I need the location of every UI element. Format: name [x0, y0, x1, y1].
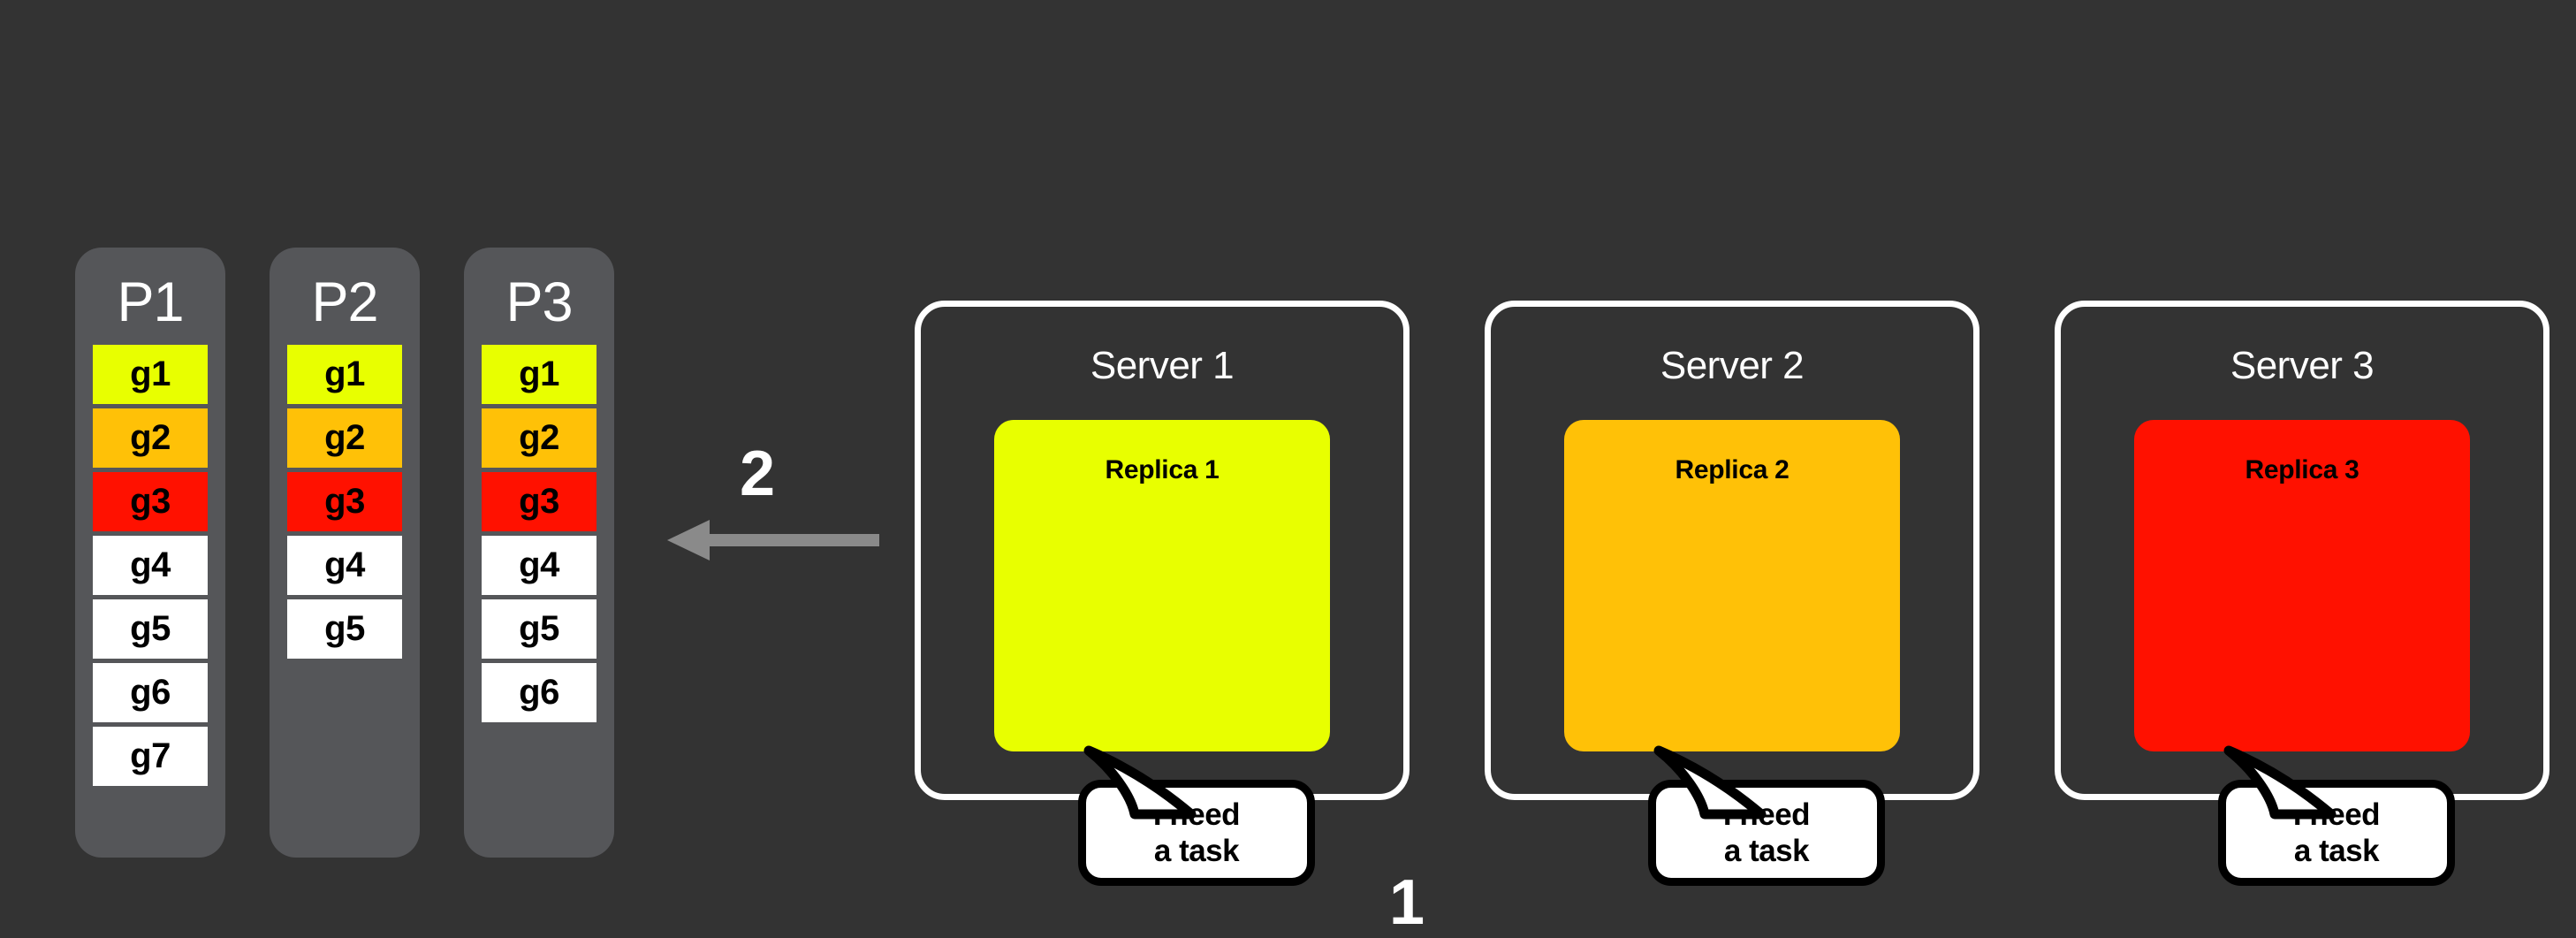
slot-list-p3: g1 g2 g3 g4 g5 g6 — [482, 345, 597, 722]
slot-list-p1: g1 g2 g3 g4 g5 g6 g7 — [93, 345, 208, 786]
speech-bubble-tail-icon — [1653, 745, 1767, 820]
slot-list-p2: g1 g2 g3 g4 g5 — [287, 345, 402, 659]
slot-item: g7 — [93, 727, 208, 786]
speech-bubble-tail-icon — [1083, 745, 1197, 820]
partition-column-p3: P3 g1 g2 g3 g4 g5 g6 — [464, 248, 614, 858]
server-title: Server 3 — [2230, 344, 2375, 387]
replica-label: Replica 3 — [2245, 455, 2359, 484]
partition-column-p1: P1 g1 g2 g3 g4 g5 g6 g7 — [75, 248, 225, 858]
speech-bubble-body: I need a task — [1078, 780, 1315, 886]
slot-item: g3 — [93, 472, 208, 531]
slot-item: g6 — [93, 663, 208, 722]
slot-item: g5 — [482, 599, 597, 659]
slot-item: g3 — [482, 472, 597, 531]
left-arrow-icon — [667, 520, 879, 561]
slot-item: g4 — [482, 536, 597, 595]
speech-bubble-line-2: a task — [2293, 834, 2380, 868]
replica-box: Replica 2 — [1564, 420, 1900, 751]
server-title: Server 1 — [1090, 344, 1235, 387]
speech-bubble: I need a task — [1078, 745, 1315, 886]
replica-box: Replica 3 — [2134, 420, 2470, 751]
speech-bubble-line-2: a task — [1723, 834, 1810, 868]
speech-bubble: I need a task — [1648, 745, 1885, 886]
speech-bubble-body: I need a task — [1648, 780, 1885, 886]
slot-item: g2 — [93, 408, 208, 468]
slot-item: g1 — [93, 345, 208, 404]
slot-item: g5 — [93, 599, 208, 659]
slot-item: g6 — [482, 663, 597, 722]
slot-item: g2 — [482, 408, 597, 468]
speech-bubble-body: I need a task — [2218, 780, 2455, 886]
speech-bubble-tail-icon — [2223, 745, 2337, 820]
server-box-2: Server 2 Replica 2 I need a task — [1485, 301, 1979, 886]
server-title: Server 2 — [1660, 344, 1805, 387]
slot-item: g4 — [287, 536, 402, 595]
partition-column-p2: P2 g1 g2 g3 g4 g5 — [270, 248, 420, 858]
step-two-arrow-group: 2 — [667, 438, 879, 561]
slot-item: g4 — [93, 536, 208, 595]
server-box-1: Server 1 Replica 1 I need a task — [915, 301, 1410, 886]
server-box-3: Server 3 Replica 3 I need a task — [2055, 301, 2549, 886]
step-two-label: 2 — [740, 438, 776, 509]
slot-item: g5 — [287, 599, 402, 659]
slot-item: g1 — [482, 345, 597, 404]
partition-title-p3: P3 — [505, 271, 573, 333]
speech-bubble: I need a task — [2218, 745, 2455, 886]
partition-group: P1 g1 g2 g3 g4 g5 g6 g7 P2 g1 g2 g3 g4 g… — [75, 248, 614, 858]
step-one-label: 1 — [1389, 867, 1425, 938]
partition-title-p2: P2 — [311, 271, 378, 333]
slot-item: g3 — [287, 472, 402, 531]
slot-item: g1 — [287, 345, 402, 404]
server-group: Server 1 Replica 1 I need a task Server … — [915, 301, 2549, 886]
replica-box: Replica 1 — [994, 420, 1330, 751]
replica-label: Replica 1 — [1105, 455, 1220, 484]
replica-label: Replica 2 — [1675, 455, 1790, 484]
speech-bubble-line-2: a task — [1153, 834, 1240, 868]
slot-item: g2 — [287, 408, 402, 468]
partition-title-p1: P1 — [117, 271, 184, 333]
